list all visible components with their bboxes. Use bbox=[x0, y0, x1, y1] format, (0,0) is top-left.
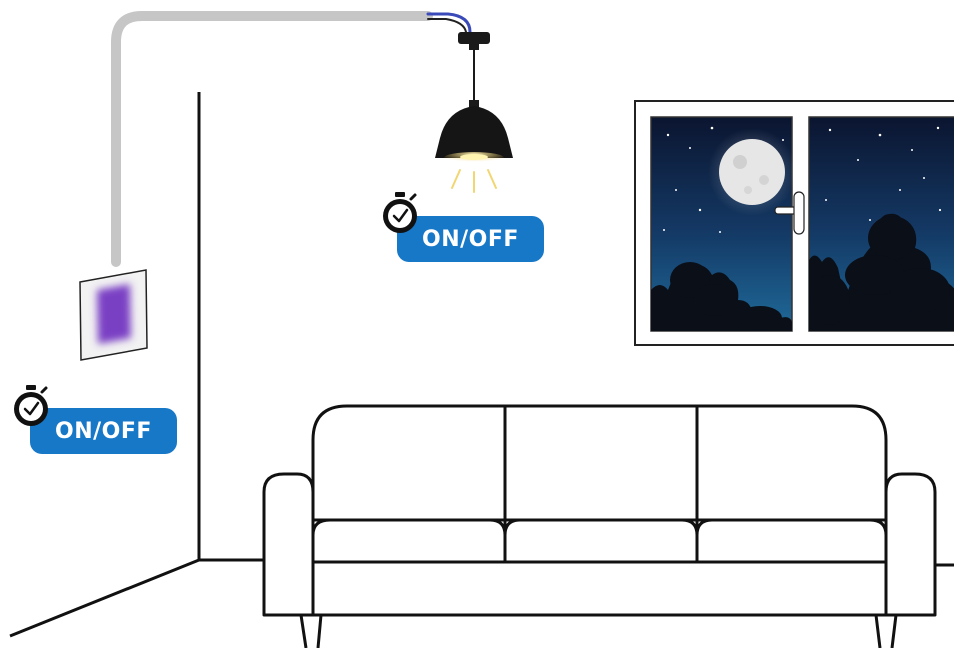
lamp-onoff-button[interactable]: ON/OFF bbox=[397, 216, 544, 262]
moon bbox=[719, 139, 785, 205]
stopwatch-icon bbox=[383, 192, 417, 233]
wall-switch[interactable] bbox=[79, 269, 148, 361]
wall-lines bbox=[9, 92, 954, 638]
lamp-onoff-label: ON/OFF bbox=[422, 226, 519, 252]
wire-conduit bbox=[111, 11, 472, 267]
night-window bbox=[634, 100, 954, 346]
window-handle bbox=[774, 191, 805, 235]
switch-onoff-button[interactable]: ON/OFF bbox=[30, 408, 177, 454]
switch-onoff-label: ON/OFF bbox=[55, 418, 152, 444]
ceiling-lamp bbox=[435, 32, 513, 193]
stars bbox=[663, 126, 942, 233]
tree-silhouettes bbox=[651, 213, 954, 331]
light-rays bbox=[451, 169, 497, 193]
stopwatch-icon bbox=[14, 385, 48, 426]
sofa bbox=[262, 404, 937, 648]
